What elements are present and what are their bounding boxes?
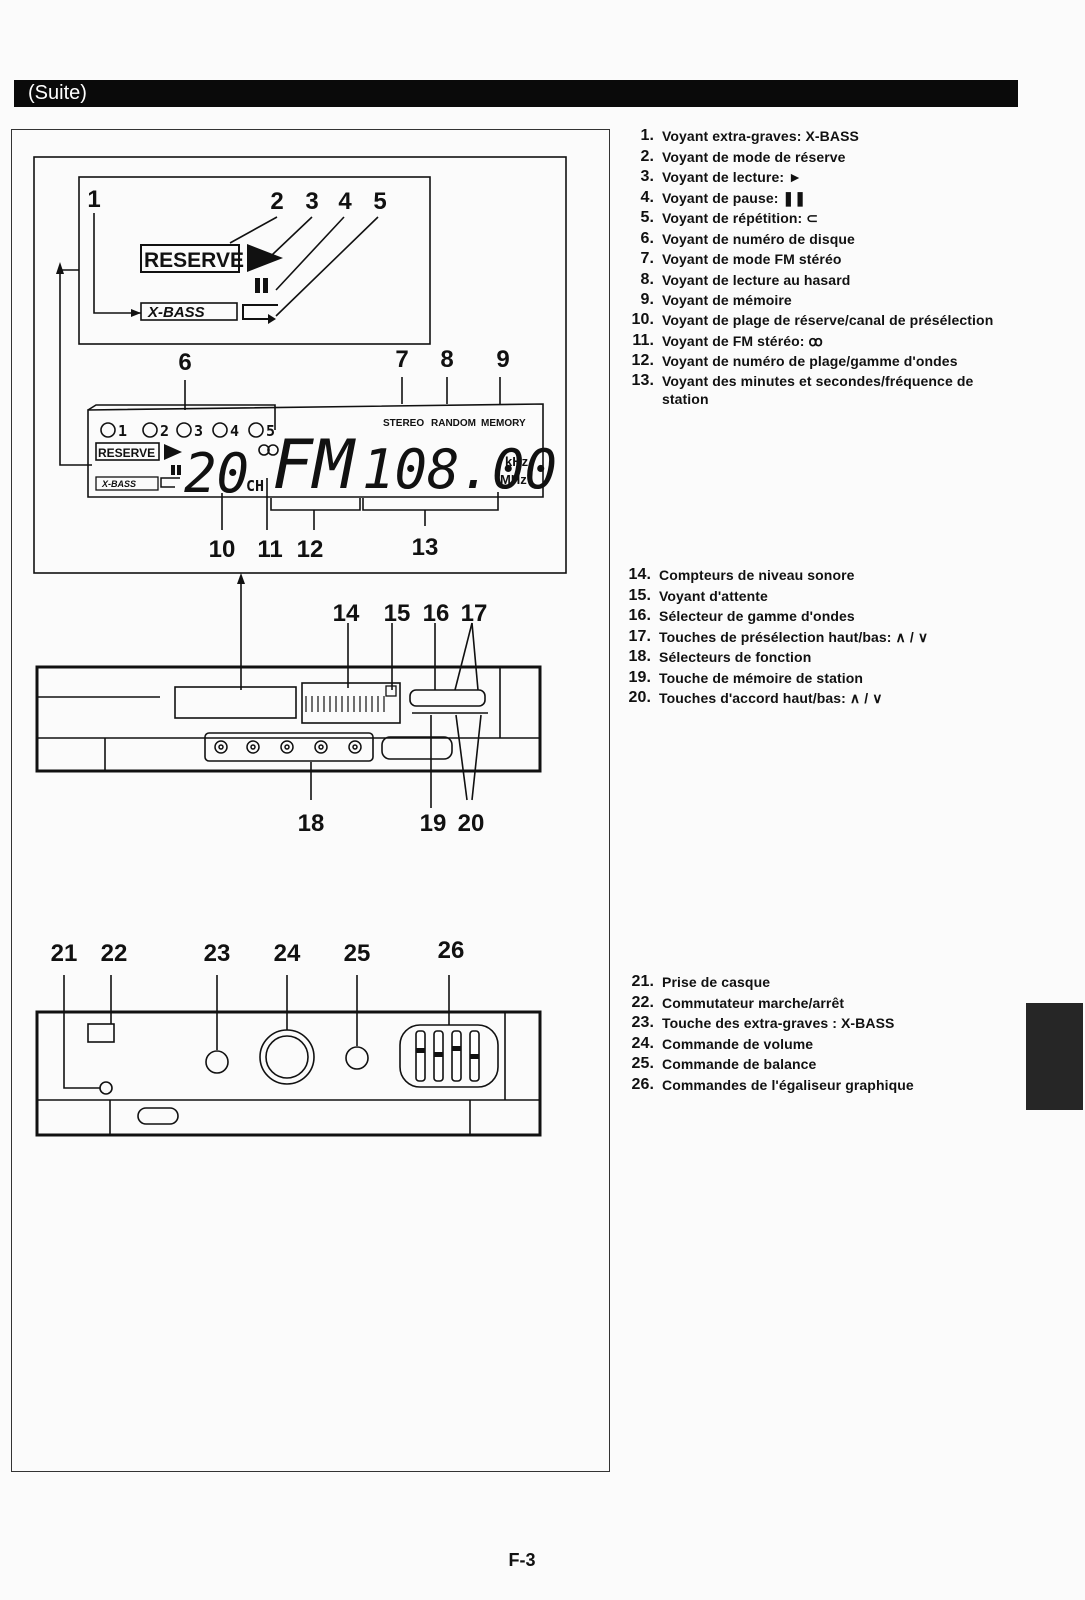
legend-item: 2Voyant de mode de réserve	[620, 147, 1020, 168]
chapter-side-tab	[1026, 1003, 1083, 1110]
legend-item: 7Voyant de mode FM stéréo	[620, 249, 1020, 270]
lcd-frequency: 108.00	[362, 438, 557, 501]
callout-11: 11	[257, 536, 282, 563]
legend-item: 13Voyant des minutes et secondes/fréquen…	[620, 372, 1020, 408]
lcd-mhz: MHz	[500, 472, 527, 487]
legend-item: 25Commande de balance	[620, 1054, 1020, 1075]
legend-item: 24Commande de volume	[620, 1034, 1020, 1055]
callout-17: 17	[461, 600, 488, 627]
callout-19: 19	[420, 810, 447, 837]
legend-item: 4Voyant de pause: ❚❚	[620, 188, 1020, 209]
legend-item: 17Touches de présélection haut/bas: ∧ / …	[617, 627, 1017, 648]
callout-10: 10	[209, 536, 236, 563]
legend-item: 19Touche de mémoire de station	[617, 668, 1017, 689]
legend-item: 3Voyant de lecture: ►	[620, 167, 1020, 188]
disc-number-4: 4	[230, 422, 239, 440]
callout-8: 8	[440, 346, 453, 373]
zoom-reserve-label: RESERVE	[144, 249, 244, 272]
disc-number-5: 5	[266, 422, 275, 440]
callout-1: 1	[87, 186, 100, 213]
lcd-xbass: X-BASS	[101, 479, 136, 489]
display-detail-frame	[33, 156, 567, 574]
lcd-channel-digits: 20	[184, 442, 249, 505]
lcd-ch: CH	[246, 477, 264, 495]
callout-12: 12	[297, 536, 324, 563]
callout-22: 22	[101, 940, 128, 967]
legend-item: 11Voyant de FM stéréo: ꝏ	[620, 331, 1020, 352]
lcd-reserve: RESERVE	[98, 446, 155, 460]
callout-24: 24	[274, 940, 301, 967]
callout-7: 7	[395, 346, 408, 373]
figure-frame	[11, 129, 610, 1472]
legend-item: 6Voyant de numéro de disque	[620, 229, 1020, 250]
callout-25: 25	[344, 940, 371, 967]
callout-14: 14	[333, 600, 360, 627]
callout-5: 5	[373, 188, 386, 215]
callout-3: 3	[305, 188, 318, 215]
legend-item: 22Commutateur marche/arrêt	[620, 993, 1020, 1014]
legend-amplifier-controls: 21Prise de casque 22Commutateur marche/a…	[620, 972, 1020, 1095]
legend-item: 9Voyant de mémoire	[620, 290, 1020, 311]
disc-number-1: 1	[118, 422, 127, 440]
callout-15: 15	[384, 600, 411, 627]
lcd-random: RANDOM	[431, 418, 476, 429]
zoom-xbass-label: X-BASS	[147, 304, 205, 321]
legend-item: 1Voyant extra-graves: X-BASS	[620, 126, 1020, 147]
legend-item: 8Voyant de lecture au hasard	[620, 270, 1020, 291]
lcd-band: FM	[272, 426, 356, 505]
legend-item: 12Voyant de numéro de plage/gamme d'onde…	[620, 351, 1020, 372]
callout-6: 6	[178, 349, 191, 376]
section-header-bar: (Suite)	[14, 80, 1018, 107]
callout-16: 16	[423, 600, 450, 627]
legend-item: 10Voyant de plage de réserve/canal de pr…	[620, 311, 1020, 329]
callout-20: 20	[458, 810, 485, 837]
section-title: (Suite)	[28, 82, 87, 104]
legend-item: 26Commandes de l'égaliseur graphique	[620, 1075, 1020, 1096]
callout-4: 4	[338, 188, 352, 215]
callout-26: 26	[438, 937, 465, 964]
disc-number-2: 2	[160, 422, 169, 440]
legend-item: 14Compteurs de niveau sonore	[617, 565, 1017, 586]
legend-item: 5Voyant de répétition: ⊂	[620, 208, 1020, 229]
callout-13: 13	[412, 534, 439, 561]
legend-item: 21Prise de casque	[620, 972, 1020, 993]
lcd-khz: kHz	[505, 454, 529, 469]
legend-item: 16Sélecteur de gamme d'ondes	[617, 606, 1017, 627]
callout-9: 9	[496, 346, 509, 373]
lcd-outline	[87, 403, 544, 498]
lcd-stereo: STEREO	[383, 418, 424, 429]
legend-item: 15Voyant d'attente	[617, 586, 1017, 607]
legend-item: 23Touche des extra-graves : X-BASS	[620, 1013, 1020, 1034]
callout-18: 18	[298, 810, 325, 837]
callout-23: 23	[204, 940, 231, 967]
disc-number-3: 3	[194, 422, 203, 440]
legend-item: 20Touches d'accord haut/bas: ∧ / ∨	[617, 688, 1017, 709]
legend-tuner-controls: 14Compteurs de niveau sonore 15Voyant d'…	[617, 565, 1017, 709]
callout-21: 21	[51, 940, 78, 967]
legend-item: 18Sélecteurs de fonction	[617, 647, 1017, 668]
zoom-box	[78, 176, 431, 345]
page-number: F-3	[508, 1550, 536, 1570]
lcd-memory: MEMORY	[481, 418, 526, 429]
callout-2: 2	[270, 188, 283, 215]
legend-display-indicators: 1Voyant extra-graves: X-BASS 2Voyant de …	[620, 126, 1020, 408]
